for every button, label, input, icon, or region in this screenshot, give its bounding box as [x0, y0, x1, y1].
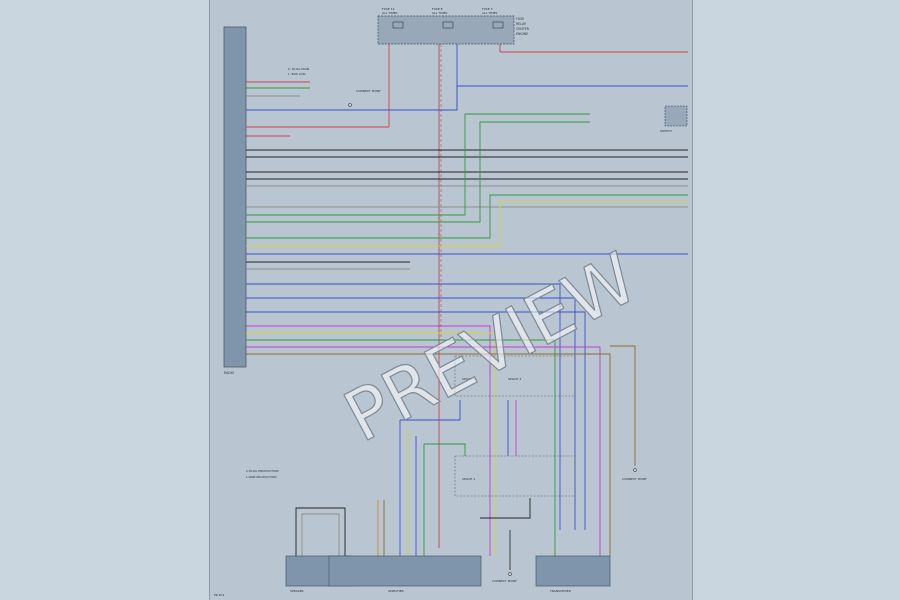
- switch-module: [664, 105, 688, 127]
- fuse-3-label: FUSE 3: [482, 7, 493, 11]
- fuse-block-title: FUSE RELAY CENTER ENGINE: [516, 17, 530, 36]
- switch-label: SWITCH: [660, 129, 672, 133]
- page-number: PP-101: [214, 593, 224, 597]
- fuse-block-line-2: RELAY: [516, 22, 526, 26]
- splice-mid-label: SPLICE 3: [508, 377, 521, 381]
- ground-right-label: CONNECT POINT: [622, 477, 647, 481]
- fuse-block: [377, 15, 515, 45]
- splice-left-label: SPLICE 1: [462, 477, 475, 481]
- legend-left-1: C:DUAL PRODUCTION: [246, 469, 278, 473]
- fuse-3-symbol: [492, 21, 504, 29]
- fuse-1-label: FUSE 14: [382, 7, 395, 11]
- radio-module: [223, 26, 247, 368]
- fuse-block-line-3: CENTER: [516, 27, 530, 31]
- transceiver-label: TRANSCEIVER: [549, 589, 571, 593]
- ground-bottom-point: [508, 572, 512, 576]
- fuse-1-sub: ALL TIMES: [382, 11, 398, 15]
- fuse-2-symbol: [442, 21, 454, 29]
- transceiver-module: [535, 555, 611, 587]
- wire-speaker-grey: [301, 513, 340, 556]
- ground-top-label: CONNECT POINT: [356, 89, 381, 93]
- legend-left-2: L:LINE PRODUCTION: [246, 475, 277, 479]
- wiring-diagram-sheet: RADIO FUSE RELAY CENTER ENGINE FUSE 14 A…: [209, 0, 693, 600]
- connector-lower: [454, 455, 576, 497]
- connector-upper: [454, 355, 576, 397]
- speaker-label: SPEAKER: [290, 589, 304, 593]
- fuse-2-sub: ALL TIMES: [432, 11, 448, 15]
- wire-ground-right: [610, 345, 636, 466]
- radio-label: RADIO: [224, 371, 235, 375]
- fuse-2-label: FUSE 8: [432, 7, 443, 11]
- legend-top-2: L: BUS LOW: [288, 72, 306, 76]
- fuse-3-sub: ALL TIMES: [482, 11, 498, 15]
- amplifier-module: [328, 555, 482, 587]
- legend-top-1: C: DUAL MAIN: [288, 67, 309, 71]
- ground-right-point: [633, 468, 637, 472]
- wire-speaker-black: [295, 507, 346, 556]
- fuse-block-line-1: FUSE: [516, 17, 524, 21]
- fuse-1-symbol: [392, 21, 404, 29]
- harness-wires: [246, 81, 688, 556]
- amplifier-label: AMPLIFIER: [388, 589, 404, 593]
- fuse-list: FUSE 14 ALL TIMES FUSE 8 ALL TIMES FUSE …: [382, 7, 498, 15]
- speaker-wires: [377, 400, 531, 556]
- wiring-diagram: RADIO FUSE RELAY CENTER ENGINE FUSE 14 A…: [214, 7, 688, 597]
- ground-top-point: [348, 103, 352, 107]
- ground-bottom-label: CONNECT POINT: [492, 579, 517, 583]
- splice-top-label: SPLICE 2: [462, 377, 475, 381]
- fuse-block-line-4: ENGINE: [516, 32, 528, 36]
